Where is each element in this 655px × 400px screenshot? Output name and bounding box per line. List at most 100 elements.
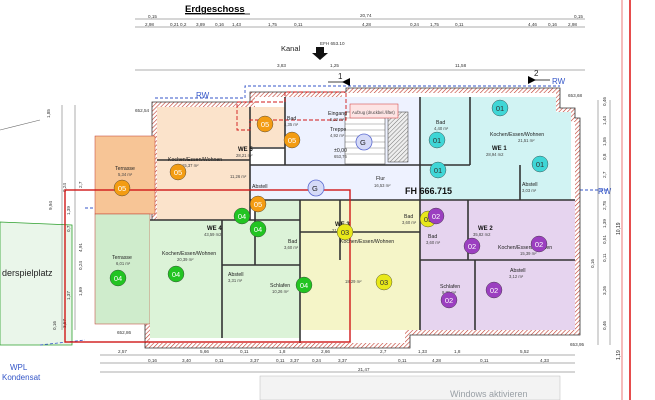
we1-badge-4: 01 [491, 99, 509, 117]
playground-area [0, 221, 73, 346]
svg-text:0,46: 0,46 [602, 321, 607, 330]
fh-label: FH 666.715 [405, 186, 452, 196]
we5-badge-4: 05 [249, 195, 267, 213]
we2-badge-4: 02 [485, 281, 503, 299]
svg-text:0,24: 0,24 [78, 261, 83, 270]
we1-badge-2: 01 [429, 161, 447, 179]
svg-text:04: 04 [254, 225, 262, 234]
we4-badge-2: 04 [249, 220, 267, 238]
top-dimension-chains: 0,15 20,74 0,15 2,98 0,21 0,2 3,89 0,16 … [135, 13, 585, 71]
we2-kew-area: 15,39 m² [520, 251, 537, 256]
svg-text:4,28: 4,28 [432, 358, 441, 363]
we1-kew-area: 21,51 m² [518, 138, 535, 143]
we4-area: 43,59 m2 [204, 232, 222, 237]
we5-badge-1: 05 [256, 115, 274, 133]
svg-text:01: 01 [496, 104, 504, 113]
svg-text:2,7: 2,7 [380, 349, 387, 354]
we4-terrace [94, 213, 151, 325]
flur-area: 16,53 m² [374, 183, 391, 188]
svg-text:G: G [360, 138, 366, 147]
we5-bad-label: Bad [287, 116, 296, 122]
svg-text:1,69: 1,69 [78, 287, 83, 296]
svg-text:2,57: 2,57 [118, 349, 127, 354]
we4-schlafen-label: Schlafen [270, 283, 290, 289]
svg-text:1,8: 1,8 [279, 349, 286, 354]
we1-bad-area: 4,40 m² [434, 126, 449, 131]
svg-text:01: 01 [433, 136, 441, 145]
we2-kew-label: Kochen/Essen/Wohnen [498, 245, 552, 251]
dim-row2-1: 0,21 [170, 22, 179, 27]
we4-kew-label: Kochen/Essen/Wohnen [162, 251, 216, 257]
we4-schlafen-area: 10,26 m² [272, 289, 289, 294]
we4-bad-area: 3,60 m² [284, 245, 299, 250]
dim-row2-7: 0,11 [294, 22, 303, 27]
we1-abstell-area: 3,03 m² [522, 188, 537, 193]
entrance-arrow-icon [312, 47, 328, 60]
we5-terrasse-area: 5,34 m² [118, 172, 133, 177]
svg-text:2,7: 2,7 [78, 181, 83, 188]
dim-row2-4: 0,16 [215, 22, 224, 27]
svg-text:2,66: 2,66 [321, 349, 330, 354]
svg-text:05: 05 [288, 136, 296, 145]
we5-terrasse-label: Terrasse [115, 166, 135, 172]
dim-top-1: 0,15 [148, 14, 157, 19]
rw-label-top-left: RW [196, 91, 210, 100]
we2-abstell-area: 3,12 m² [509, 274, 524, 279]
windows-watermark: Windows aktivieren [450, 389, 528, 399]
we4-abstell-label: Abstell [228, 272, 244, 278]
svg-text:2,7: 2,7 [602, 171, 607, 178]
level-left-bottom: 652,86 [117, 330, 131, 335]
svg-text:02: 02 [490, 286, 498, 295]
svg-text:02: 02 [468, 242, 476, 251]
we5-area: 28,21 m² [236, 153, 253, 158]
svg-text:10,19: 10,19 [616, 222, 622, 235]
svg-text:1: 1 [338, 72, 343, 81]
we4-abstell-area: 3,31 m² [228, 278, 243, 283]
svg-text:1,39: 1,39 [66, 206, 71, 215]
svg-text:01: 01 [536, 160, 544, 169]
svg-text:2,78: 2,78 [602, 201, 607, 210]
we2-badge-5: 02 [440, 291, 458, 309]
svg-text:3,40: 3,40 [182, 358, 191, 363]
we4-badge-1: 04 [233, 207, 251, 225]
section-mark-top-right: 2 [528, 69, 550, 84]
svg-text:0,16: 0,16 [52, 321, 57, 330]
wpl-label: WPL [10, 363, 28, 372]
we5-name: WE 5 [238, 147, 253, 153]
kanal-label: Kanal [281, 44, 301, 53]
efh-top-label: EFH 653.10 [320, 41, 345, 46]
svg-text:01: 01 [434, 166, 442, 175]
svg-text:9,94: 9,94 [48, 201, 53, 210]
we3-kew-area: 18,29 m² [345, 279, 362, 284]
we5-kew-area: 15,37 m² [182, 163, 199, 168]
svg-text:0,46: 0,46 [602, 97, 607, 106]
we5-kew-label: Kochen/Essen/Wohnen [168, 157, 222, 163]
we1-name: WE 1 [492, 146, 507, 152]
we2-schlafen-label: Schlafen [440, 284, 460, 290]
we2-bad-label: Bad [428, 234, 437, 240]
level-right-bottom: 653,95 [570, 342, 584, 347]
we2-name: WE 2 [478, 226, 493, 232]
we4-terrasse-label: Terrasse [112, 255, 132, 261]
we2-area: 35,82 m2 [473, 232, 491, 237]
dim-row3-0: 3,83 [277, 63, 286, 68]
g-marker-top: G [355, 133, 373, 151]
dim-row2-0: 2,98 [145, 22, 154, 27]
svg-text:0,11: 0,11 [398, 358, 407, 363]
we5-bad-area: 4,35 m² [284, 122, 299, 127]
dim-row2-5: 1,43 [232, 22, 241, 27]
svg-text:0,11: 0,11 [240, 349, 249, 354]
dim-row2-12: 4,46 [528, 22, 537, 27]
svg-text:0,11: 0,11 [276, 358, 285, 363]
svg-text:04: 04 [114, 274, 122, 283]
elevator-shaft [387, 111, 409, 163]
zero-level-label: ±0,00 [334, 148, 347, 154]
level-left-top: 652,54 [135, 108, 149, 113]
svg-text:03: 03 [424, 215, 432, 224]
svg-text:2: 2 [534, 69, 539, 78]
dim-row2-3: 3,89 [196, 22, 205, 27]
we4-kew-area: 20,39 m² [177, 257, 194, 262]
svg-text:05: 05 [261, 120, 269, 129]
we1-abstell-label: Abstell [522, 182, 538, 188]
svg-text:5,66: 5,66 [200, 349, 209, 354]
